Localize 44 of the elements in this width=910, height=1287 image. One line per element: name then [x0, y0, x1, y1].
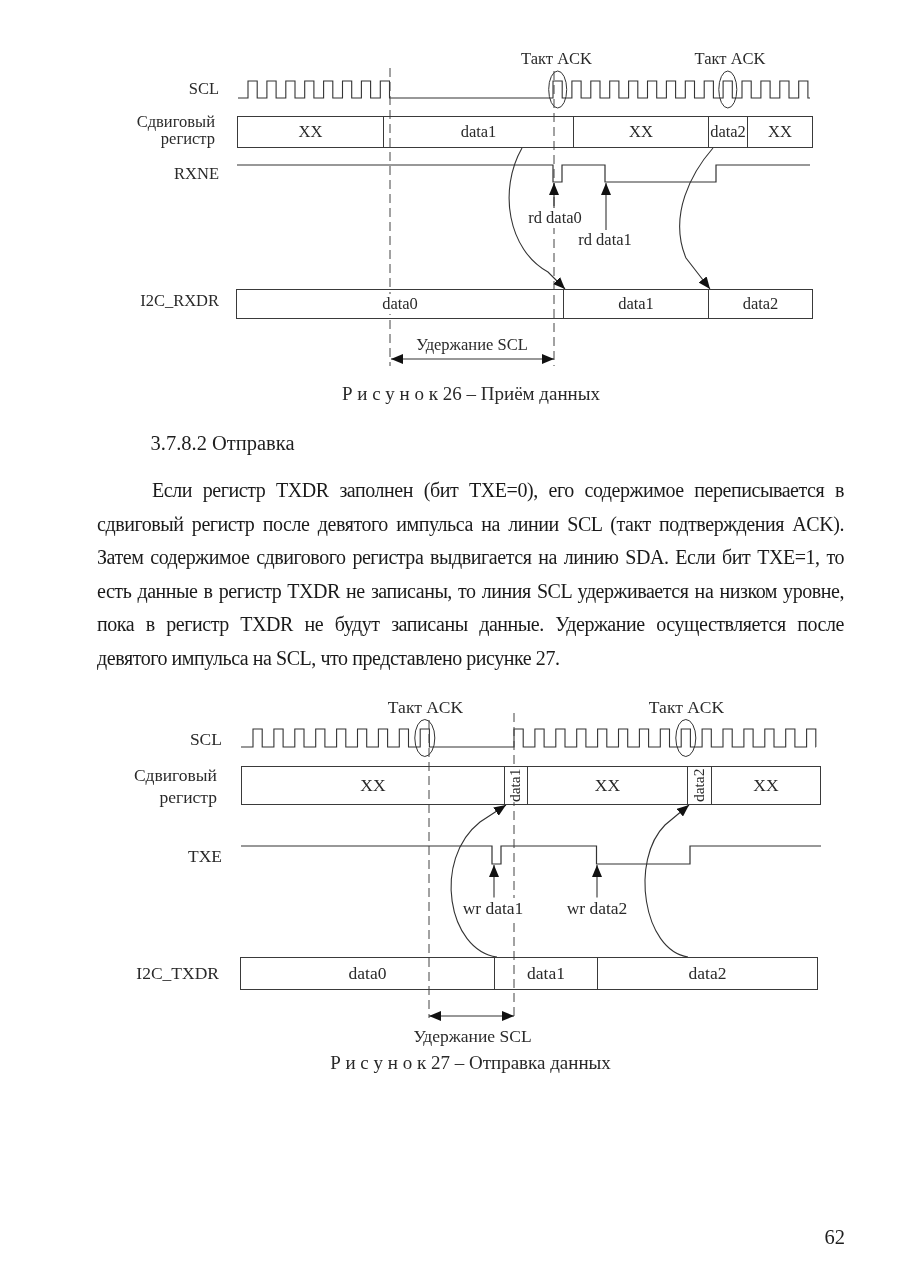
register-value: data0	[382, 294, 418, 314]
arrow	[601, 182, 611, 231]
signal-label: SCL	[188, 79, 219, 99]
register-segment	[241, 766, 505, 805]
curved-arrow	[679, 147, 714, 290]
signal-label: TXE	[187, 845, 222, 867]
register-segment	[240, 957, 495, 990]
annotation-label: Такт ACK	[521, 48, 592, 69]
event-label: rd data0	[528, 208, 582, 228]
register-segment	[708, 116, 748, 148]
annotation-label: Такт ACK	[387, 696, 464, 718]
arrow	[489, 864, 499, 899]
signal-label: SCL	[189, 728, 222, 750]
register-segment	[236, 289, 564, 319]
dimension-label: Удержание SCL	[416, 335, 528, 355]
event-label: wr data1	[462, 897, 524, 919]
curved-arrow	[450, 804, 507, 958]
register-segment	[494, 957, 598, 990]
figure-caption: Р и с у н о к 26 – Приём данных	[341, 382, 601, 406]
register-segment	[237, 116, 384, 148]
register-segment	[597, 957, 818, 990]
register-segment	[527, 766, 688, 805]
signal-label: I2C_TXDR	[136, 962, 219, 984]
figure-caption: Р и с у н о к 27 – Отправка данных	[330, 1051, 611, 1075]
curved-arrow	[644, 804, 690, 958]
curved-arrow	[508, 147, 566, 290]
signal-label: RXNE	[174, 164, 219, 184]
page-number: 62	[824, 1224, 845, 1250]
annotation-label: Такт ACK	[694, 48, 766, 69]
section-heading: 3.7.8.2 Отправка	[150, 430, 295, 456]
dimension-label: Удержание SCL	[413, 1025, 532, 1047]
register-segment	[708, 289, 813, 319]
register-segment	[747, 116, 813, 148]
register-segment	[383, 116, 574, 148]
register-segment	[711, 766, 821, 805]
annotation-label: Такт ACK	[648, 696, 725, 718]
signal-label: I2C_RXDR	[140, 291, 219, 311]
arrow	[592, 864, 602, 899]
register-segment	[563, 289, 709, 319]
arrow	[549, 182, 559, 209]
body-paragraph: Если регистр TXDR заполнен (бит TXE=0), его содержимое переписывается в сдвиговый регистр после девятого импульса на линии SCL (такт подтверждения ACK). Затем содержимое сдвигового регистра выдвигается на линию SDA. Если бит TXE=1, то есть данные в регистр TXDR не записаны, то линия SCL удерживается на низком уровне, пока в регистр TXDR не будут записаны данные. Удержание осуществляется после девятого импульса на SCL, что представлено рисунке 27.	[97, 478, 844, 672]
register-segment	[573, 116, 709, 148]
signal-label: Сдвиговый регистр	[133, 764, 217, 808]
signal-label: Сдвиговый регистр	[136, 112, 215, 148]
